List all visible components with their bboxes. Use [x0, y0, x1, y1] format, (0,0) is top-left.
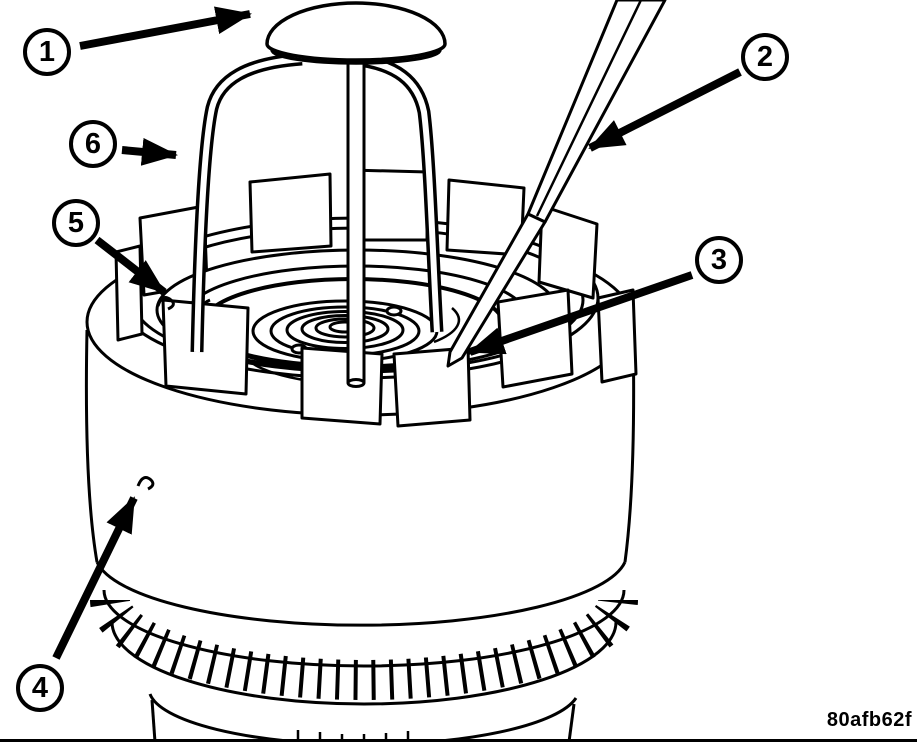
gear-top-edge [102, 589, 626, 668]
ring-end-lower [136, 476, 155, 491]
callout-arrows [52, 6, 742, 660]
callout-4: 4 [16, 664, 64, 712]
figure-code: 80afb62f [826, 709, 912, 731]
compressor-shaft [346, 56, 366, 388]
arrow-1 [79, 6, 252, 50]
lower-splines [296, 730, 410, 739]
callout-3: 3 [695, 236, 743, 284]
callout-1: 1 [23, 28, 71, 76]
lower-hub [148, 693, 578, 739]
drum-ring-gear [90, 589, 638, 706]
ring-end-upper [156, 296, 175, 311]
callout-2: 2 [741, 33, 789, 81]
gear-bottom-edge [110, 621, 618, 706]
arrow-5 [94, 236, 167, 296]
clutch-tabs-front [161, 288, 638, 428]
compressor-bail [190, 52, 444, 353]
ring-end-hooks [136, 296, 175, 491]
compressor-knob [265, 1, 447, 65]
arrow-3 [468, 271, 694, 356]
callout-6: 6 [69, 120, 117, 168]
hub-bearing [251, 299, 439, 363]
callout-5: 5 [52, 199, 100, 247]
arrow-2 [588, 68, 742, 152]
gear-teeth [90, 598, 638, 700]
arrow-4 [52, 496, 138, 660]
arrow-6 [121, 137, 178, 166]
